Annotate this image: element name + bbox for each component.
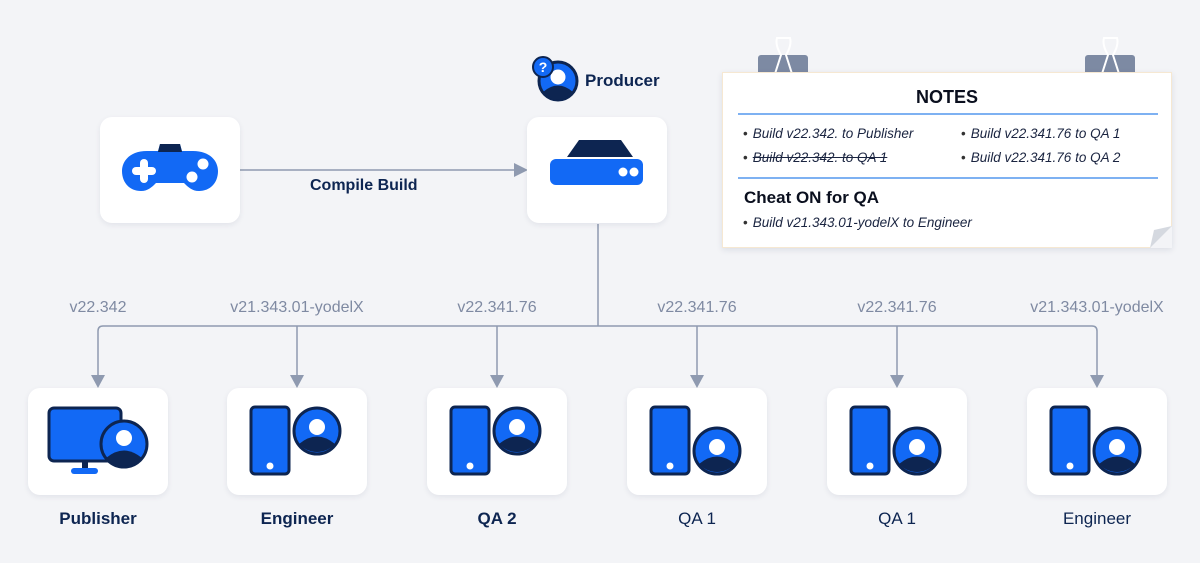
- phone-user-icon: [1049, 405, 1142, 476]
- target-node-qa-1[interactable]: [827, 388, 967, 495]
- notes-panel: NOTES •Build v22.342. to Publisher •Buil…: [722, 72, 1172, 248]
- version-label: v21.343.01-yodelX: [230, 299, 364, 316]
- compile-edge-arrow: [514, 163, 528, 177]
- version-label: v22.341.76: [457, 299, 537, 316]
- gamepad-icon: [122, 144, 218, 191]
- note-item-struck: •Build v22.342. to QA 1: [743, 150, 888, 165]
- server-icon: [550, 140, 643, 185]
- target-node-label: Engineer: [1062, 509, 1132, 528]
- target-node-qa-2[interactable]: [427, 388, 567, 495]
- target-node-label: Publisher: [59, 509, 137, 528]
- compile-build-label: Compile Build: [310, 177, 418, 194]
- version-label: v21.343.01-yodelX: [1030, 299, 1164, 316]
- drop-arrow: [1090, 375, 1104, 388]
- phone-user-icon: [249, 405, 342, 476]
- cheat-title: Cheat ON for QA: [744, 188, 880, 207]
- phone-user-icon: [449, 405, 542, 476]
- drop-arrow: [490, 375, 504, 388]
- producer-node[interactable]: [527, 117, 667, 223]
- version-label: v22.341.76: [857, 299, 937, 316]
- target-node-qa-1[interactable]: [627, 388, 767, 495]
- note-item: •Build v22.341.76 to QA 1: [961, 126, 1121, 141]
- note-item: •Build v22.341.76 to QA 2: [961, 150, 1121, 165]
- target-node-engineer[interactable]: [227, 388, 367, 495]
- notes-divider-bottom: [738, 177, 1158, 179]
- target-node-label: QA 1: [678, 509, 716, 528]
- producer-label: Producer: [585, 71, 660, 90]
- source-node-gamepad[interactable]: [100, 117, 240, 223]
- version-label: v22.342: [69, 299, 127, 316]
- notes-title: NOTES: [915, 87, 978, 107]
- phone-user-icon: [849, 405, 942, 476]
- page-fold-corner: [1150, 226, 1172, 248]
- version-label: v22.341.76: [657, 299, 737, 316]
- svg-text:?: ?: [539, 59, 548, 75]
- target-node-label: Engineer: [260, 509, 334, 528]
- drop-arrow: [290, 375, 304, 388]
- phone-user-icon: [649, 405, 742, 476]
- target-node-label: QA 2: [477, 509, 517, 528]
- distribution-bus: [97, 325, 1098, 378]
- cheat-note-item: •Build v21.343.01-yodelX to Engineer: [743, 215, 972, 230]
- note-item: •Build v22.342. to Publisher: [743, 126, 914, 141]
- monitor-user-icon: [47, 406, 149, 474]
- drop-arrow: [91, 375, 105, 388]
- notes-divider-top: [738, 113, 1158, 115]
- target-node-label: QA 1: [878, 509, 916, 528]
- drop-arrow: [690, 375, 704, 388]
- target-node-engineer[interactable]: [1027, 388, 1167, 495]
- target-node-publisher[interactable]: [28, 388, 168, 495]
- drop-arrow: [890, 375, 904, 388]
- question-user-icon: ?: [532, 56, 579, 102]
